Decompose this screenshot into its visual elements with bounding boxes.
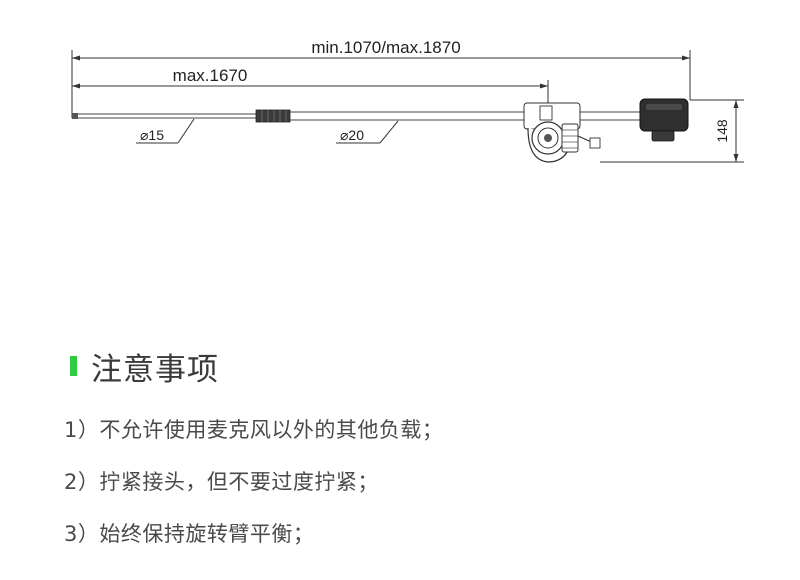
pivot-clamp bbox=[523, 102, 601, 163]
boom-tube bbox=[72, 109, 640, 123]
diameter-large-label: ⌀20 bbox=[340, 127, 364, 143]
height-label: 148 bbox=[714, 119, 730, 143]
arm-length-label: max.1670 bbox=[173, 66, 248, 85]
arm-length-dimension: max.1670 bbox=[72, 66, 549, 110]
diameter-small-callout: ⌀15 bbox=[136, 118, 195, 144]
list-item: 1）不允许使用麦克风以外的其他负载； bbox=[64, 418, 444, 442]
notes-title: 注意事项 bbox=[91, 351, 219, 388]
notes-section: 注意事项 1）不允许使用麦克风以外的其他负载； 2）拧紧接头，但不要过度拧紧； … bbox=[64, 338, 784, 560]
notes-accent-bar bbox=[70, 356, 77, 376]
list-item: 3）始终保持旋转臂平衡； bbox=[64, 522, 315, 546]
overall-length-dimension: min.1070/max.1870 bbox=[71, 38, 691, 118]
notes-header: 注意事项 bbox=[64, 338, 784, 394]
counterweight bbox=[639, 98, 689, 142]
diameter-large-callout: ⌀20 bbox=[336, 120, 399, 144]
notes-list: 1）不允许使用麦克风以外的其他负载； 2）拧紧接头，但不要过度拧紧； 3）始终保… bbox=[64, 404, 784, 560]
height-dimension: 148 bbox=[600, 99, 744, 163]
list-item: 2）拧紧接头，但不要过度拧紧； bbox=[64, 470, 379, 494]
diameter-small-label: ⌀15 bbox=[140, 127, 164, 143]
overall-length-label: min.1070/max.1870 bbox=[311, 38, 460, 57]
boom-arm-diagram: min.1070/max.1870 max.1670 ⌀15 ⌀20 bbox=[71, 38, 744, 163]
